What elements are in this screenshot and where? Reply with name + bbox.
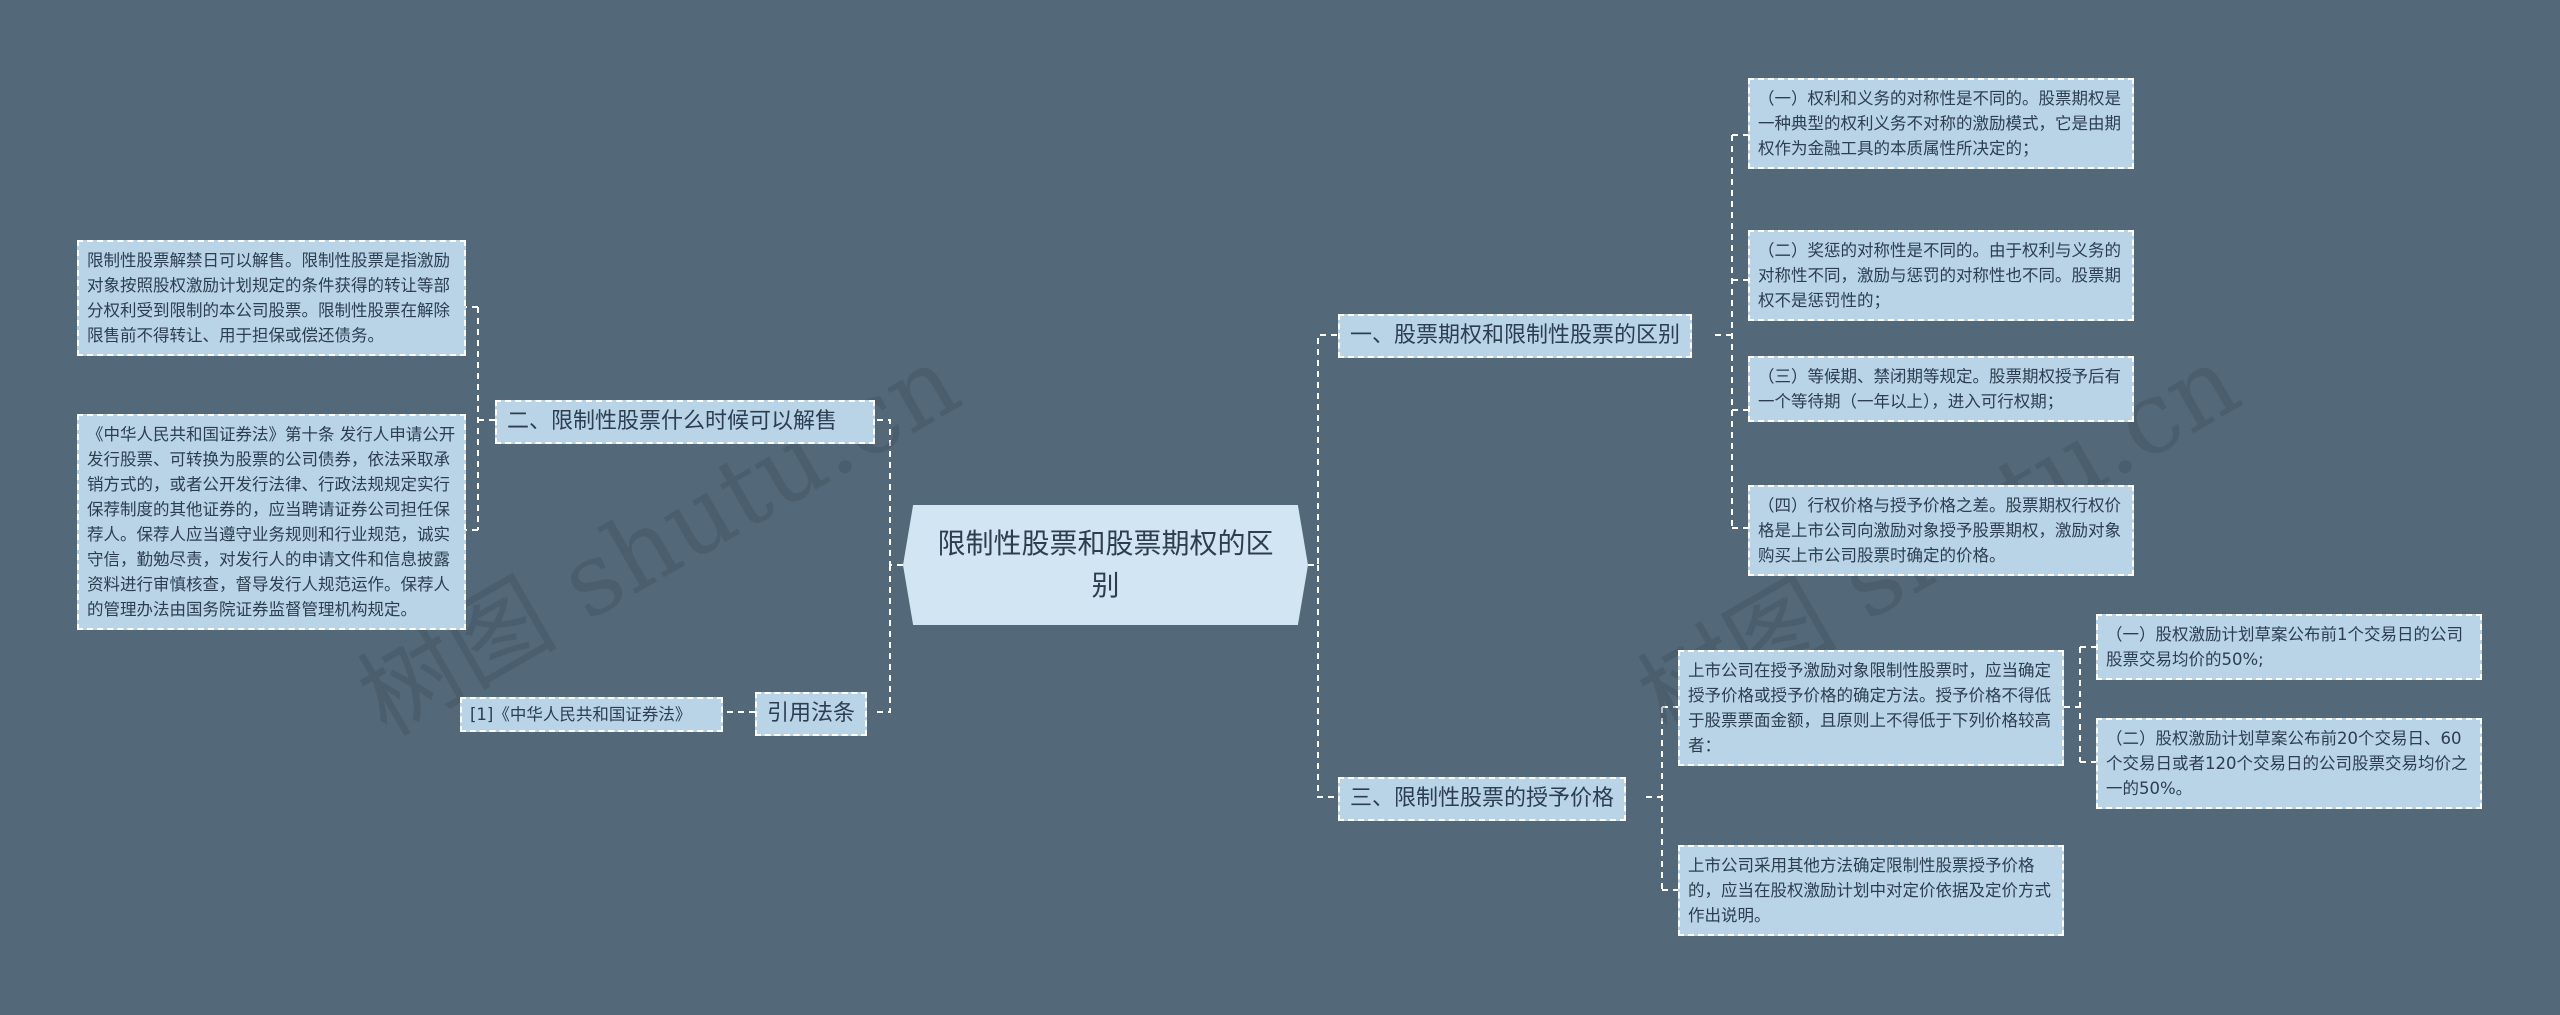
leaf-node[interactable]: [1]《中华人民共和国证券法》 (460, 697, 723, 732)
leaf-node[interactable]: 限制性股票解禁日可以解售。限制性股票是指激励对象按照股权激励计划规定的条件获得的… (77, 240, 466, 356)
leaf-node[interactable]: （三）等候期、禁闭期等规定。股票期权授予后有一个等待期（一年以上），进入可行权期… (1748, 356, 2134, 422)
leaf-text: 上市公司在授予激励对象限制性股票时，应当确定授予价格或授予价格的确定方法。授予价… (1688, 661, 2051, 755)
connector-leaf-to-subleaves (2064, 646, 2096, 763)
connector-central-to-branch-cite (875, 565, 891, 713)
branch-label: 一、股票期权和限制性股票的区别 (1350, 323, 1681, 348)
leaf-text: 限制性股票解禁日可以解售。限制性股票是指激励对象按照股权激励计划规定的条件获得的… (87, 251, 450, 345)
central-topic-title: 限制性股票和股票期权的区别 (937, 527, 1274, 602)
leaf-node[interactable]: （二）股权激励计划草案公布前20个交易日、60个交易日或者120个交易日的公司股… (2096, 718, 2482, 809)
leaf-text: [1]《中华人民共和国证券法》 (470, 705, 692, 724)
connector-central-to-branch-1 (1308, 334, 1338, 566)
leaf-node[interactable]: 上市公司采用其他方法确定限制性股票授予价格的，应当在股权激励计划中对定价依据及定… (1678, 845, 2064, 936)
leaf-node[interactable]: 《中华人民共和国证券法》第十条 发行人申请公开发行股票、可转换为股票的公司债券，… (77, 414, 466, 630)
connector-branch-3-to-leaves (1646, 706, 1678, 891)
leaf-text: （二）股权激励计划草案公布前20个交易日、60个交易日或者120个交易日的公司股… (2106, 729, 2468, 798)
central-topic[interactable]: 限制性股票和股票期权的区别 (903, 505, 1308, 625)
connector-central-to-branch-3 (1317, 565, 1338, 798)
connector-branch-2-to-leaves (466, 306, 495, 531)
leaf-node[interactable]: （四）行权价格与授予价格之差。股票期权行权价格是上市公司向激励对象授予股票期权，… (1748, 485, 2134, 576)
leaf-text: 上市公司采用其他方法确定限制性股票授予价格的，应当在股权激励计划中对定价依据及定… (1688, 856, 2051, 925)
leaf-text: （一）股权激励计划草案公布前1个交易日的公司股票交易均价的50%; (2106, 625, 2463, 669)
connector-branch-1-to-leaves (1715, 134, 1748, 529)
branch-label: 引用法条 (767, 701, 856, 726)
branch-node[interactable]: 引用法条 (755, 692, 868, 736)
branch-label: 三、限制性股票的授予价格 (1350, 786, 1615, 811)
leaf-node[interactable]: 上市公司在授予激励对象限制性股票时，应当确定授予价格或授予价格的确定方法。授予价… (1678, 650, 2064, 766)
leaf-text: （四）行权价格与授予价格之差。股票期权行权价格是上市公司向激励对象授予股票期权，… (1758, 496, 2121, 565)
leaf-node[interactable]: （二）奖惩的对称性是不同的。由于权利与义务的对称性不同，激励与惩罚的对称性也不同… (1748, 230, 2134, 321)
branch-node[interactable]: 一、股票期权和限制性股票的区别 (1338, 314, 1693, 358)
leaf-text: （二）奖惩的对称性是不同的。由于权利与义务的对称性不同，激励与惩罚的对称性也不同… (1758, 241, 2121, 310)
branch-node[interactable]: 三、限制性股票的授予价格 (1338, 777, 1627, 821)
leaf-text: 《中华人民共和国证券法》第十条 发行人申请公开发行股票、可转换为股票的公司债券，… (87, 425, 456, 619)
leaf-text: （三）等候期、禁闭期等规定。股票期权授予后有一个等待期（一年以上），进入可行权期… (1758, 367, 2121, 411)
branch-label: 二、限制性股票什么时候可以解售 (507, 409, 838, 434)
leaf-text: （一）权利和义务的对称性是不同的。股票期权是一种典型的权利义务不对称的激励模式，… (1758, 89, 2121, 158)
branch-node[interactable]: 二、限制性股票什么时候可以解售 (495, 400, 875, 444)
connector-central-to-branch-2 (875, 419, 903, 566)
leaf-node[interactable]: （一）股权激励计划草案公布前1个交易日的公司股票交易均价的50%; (2096, 614, 2482, 680)
leaf-node[interactable]: （一）权利和义务的对称性是不同的。股票期权是一种典型的权利义务不对称的激励模式，… (1748, 78, 2134, 169)
